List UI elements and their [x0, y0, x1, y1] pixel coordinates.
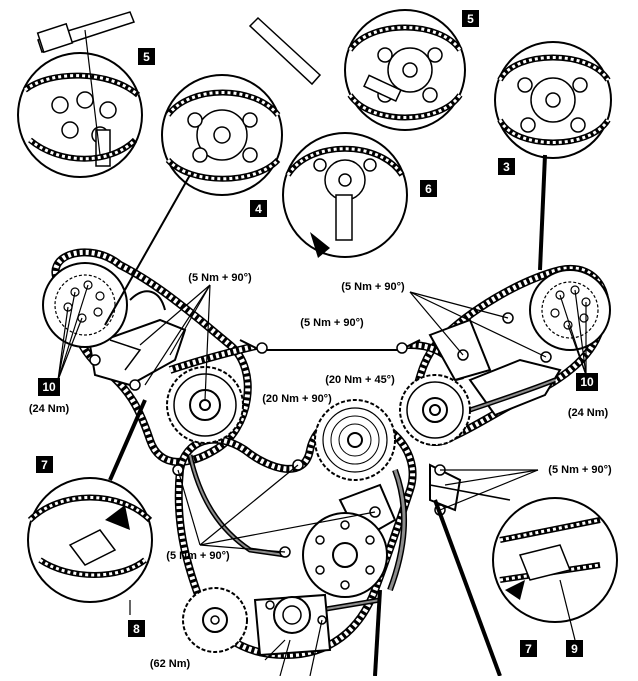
- badge-7-left: 7: [36, 456, 53, 473]
- arrow-icon: [105, 505, 130, 530]
- torque-label-right-lower: (5 Nm + 90°): [548, 464, 612, 476]
- badge-6: 6: [420, 180, 437, 197]
- torque-label-right-cam: (20 Nm + 45°): [325, 374, 395, 386]
- left-cam-sprocket: [166, 366, 244, 444]
- torque-label-rail-top: (5 Nm + 90°): [300, 317, 364, 329]
- inset-bottom-left: [27, 477, 153, 603]
- badge-4: 4: [250, 200, 267, 217]
- left-cam-end-sprocket: [42, 262, 128, 348]
- svg-text:4: 4: [255, 202, 262, 216]
- torque-label-left-cam-bolts: (24 Nm): [29, 403, 70, 415]
- right-cam-sprocket: [399, 374, 471, 446]
- svg-text:5: 5: [467, 12, 474, 26]
- badge-7-right: 7: [520, 640, 537, 657]
- torque-label-crank: (62 Nm): [150, 658, 191, 670]
- inset-top-right: [344, 9, 466, 131]
- arrow-icon: [505, 580, 525, 600]
- inset-bottom-right: [492, 497, 618, 623]
- svg-text:5: 5: [143, 50, 150, 64]
- oil-pump-sprocket: [253, 593, 332, 657]
- svg-text:6: 6: [425, 182, 432, 196]
- center-idler-sprocket: [314, 399, 396, 481]
- arrow-icon: [310, 232, 330, 258]
- torque-label-left-lower: (5 Nm + 90°): [166, 550, 230, 562]
- inset-center: [282, 132, 408, 258]
- holding-tool-right: [248, 16, 402, 103]
- svg-text:7: 7: [41, 458, 48, 472]
- badge-5-left: 5: [138, 48, 155, 65]
- badge-10-left: 10: [38, 378, 60, 396]
- svg-text:10: 10: [580, 375, 594, 389]
- svg-text:7: 7: [525, 642, 532, 656]
- crank-sprocket: [182, 587, 248, 653]
- badge-9: 9: [566, 640, 583, 657]
- svg-text:9: 9: [571, 642, 578, 656]
- svg-text:3: 3: [503, 160, 510, 174]
- badge-3: 3: [498, 158, 515, 175]
- inset-far-right: [494, 41, 612, 159]
- svg-text:8: 8: [133, 622, 140, 636]
- intermediate-gear: [302, 512, 388, 598]
- badge-10-right: 10: [576, 373, 598, 391]
- torque-label-top-right: (5 Nm + 90°): [341, 281, 405, 293]
- right-cam-end-sprocket: [529, 269, 611, 351]
- torque-label-center-idler: (20 Nm + 90°): [262, 393, 332, 405]
- badge-5-right: 5: [462, 10, 479, 27]
- torque-label-top-center: (5 Nm + 90°): [188, 272, 252, 284]
- leader-lines: [57, 284, 587, 677]
- inset-center-left: [161, 74, 283, 196]
- badge-8: 8: [128, 620, 145, 637]
- svg-text:10: 10: [42, 380, 56, 394]
- holding-tool-left: [36, 11, 135, 156]
- torque-label-right-cam-bolts: (24 Nm): [568, 407, 609, 419]
- connector-lines: [104, 154, 547, 677]
- inset-top-left: [17, 52, 143, 178]
